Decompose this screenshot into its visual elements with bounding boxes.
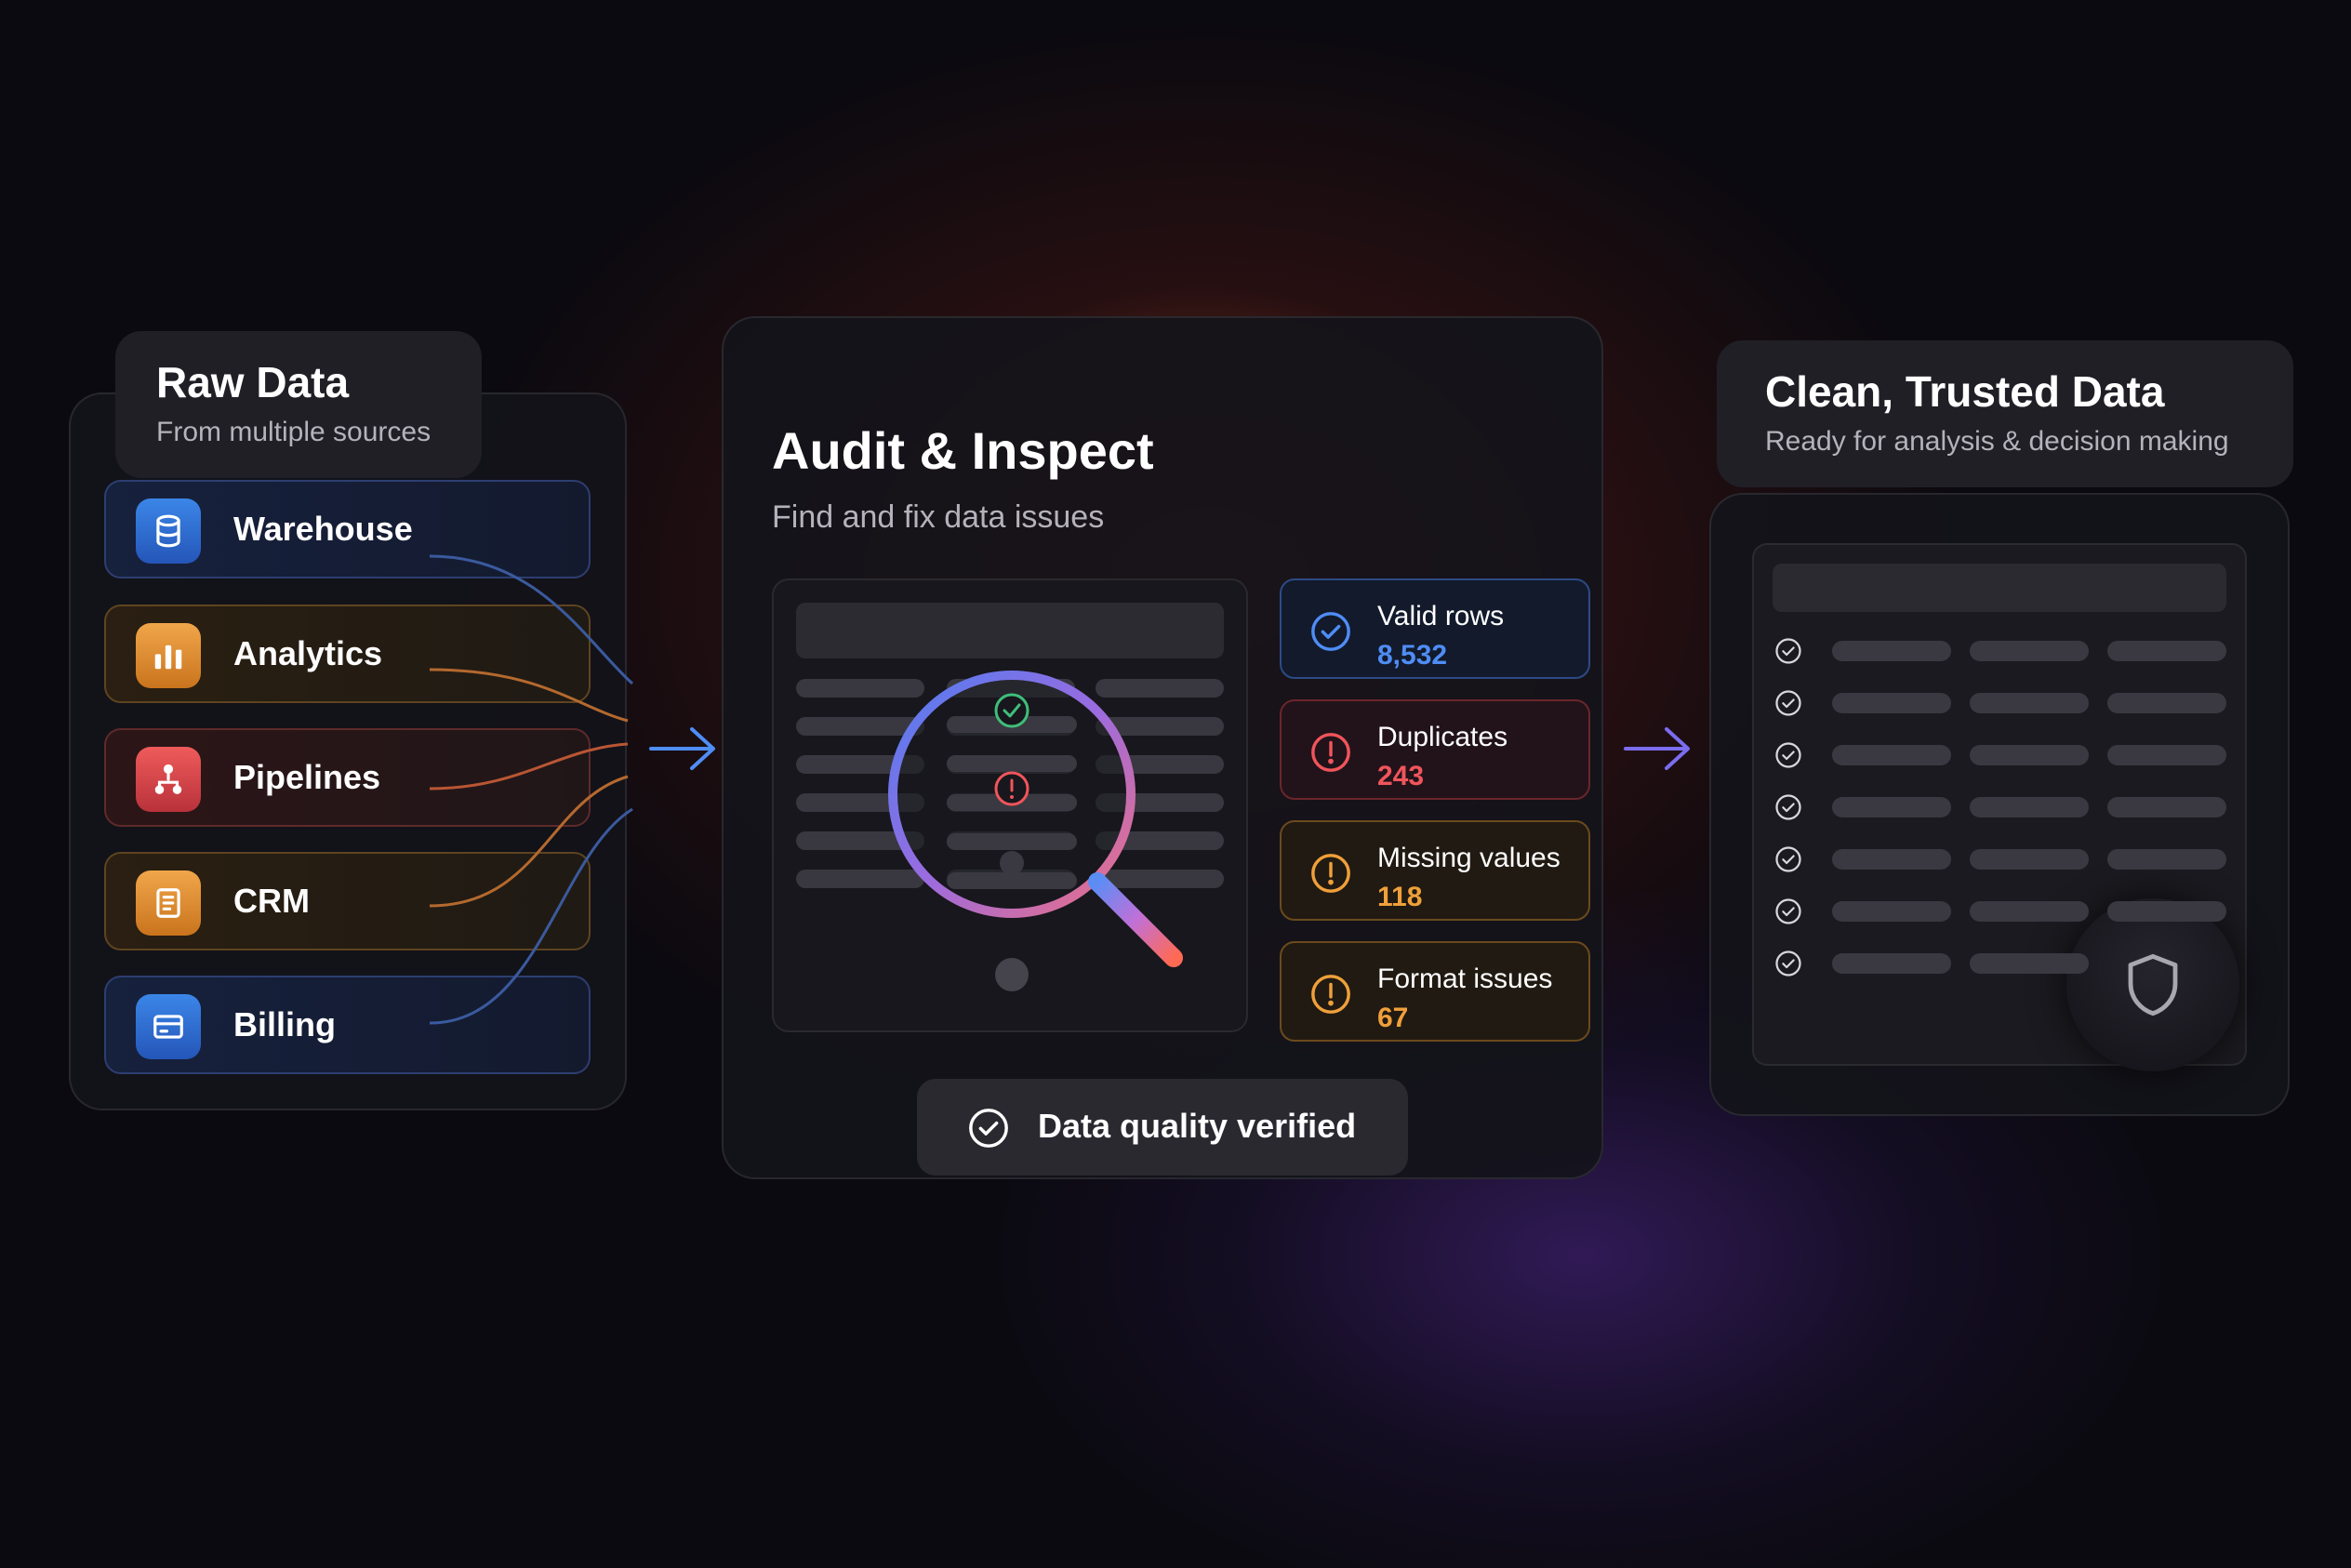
source-warehouse[interactable]: Warehouse — [104, 480, 591, 578]
clean-row-bar — [2107, 745, 2226, 765]
credit-card-icon — [136, 994, 201, 1059]
clean-row-bar — [2107, 641, 2226, 661]
row-check-icon — [1775, 638, 1801, 664]
alert-circle-icon — [1311, 854, 1350, 893]
clean-data-title: Clean, Trusted Data — [1765, 367, 2165, 416]
clean-row-bar — [1970, 849, 2089, 870]
source-pipelines[interactable]: Pipelines — [104, 728, 591, 827]
source-label-warehouse: Warehouse — [233, 510, 413, 548]
metric-value: 243 — [1377, 761, 1425, 791]
metric-missing-values[interactable]: Missing values 118 — [1280, 820, 1590, 921]
metric-valid-rows[interactable]: Valid rows 8,532 — [1280, 578, 1590, 679]
source-label-analytics: Analytics — [233, 634, 383, 672]
clean-row-bar — [1970, 745, 2089, 765]
clean-row-bar — [1832, 953, 1951, 974]
clean-row-bar — [1832, 901, 1951, 922]
flow-icon — [136, 747, 201, 812]
audit-title: Audit & Inspect — [772, 421, 1154, 480]
row-check-icon — [1775, 742, 1801, 768]
alert-circle-icon — [1311, 975, 1350, 1014]
document-icon — [136, 870, 201, 936]
clean-row-bar — [1832, 745, 1951, 765]
row-check-icon — [1775, 846, 1801, 872]
preview-scroll-dot — [995, 958, 1029, 991]
source-label-billing: Billing — [233, 1005, 336, 1043]
shield-icon — [2128, 953, 2178, 1017]
raw-data-title: Raw Data — [156, 358, 350, 406]
metric-duplicates[interactable]: Duplicates 243 — [1280, 699, 1590, 800]
clean-row-bar — [1970, 693, 2089, 713]
clean-row-bar — [1970, 797, 2089, 817]
source-analytics[interactable]: Analytics — [104, 605, 591, 703]
check-circle-icon — [1311, 612, 1350, 651]
source-crm[interactable]: CRM — [104, 852, 591, 950]
row-check-icon — [1775, 690, 1801, 716]
database-icon — [136, 498, 201, 564]
metric-label: Missing values — [1377, 843, 1561, 873]
metric-format-issues[interactable]: Format issues 67 — [1280, 941, 1590, 1042]
clean-data-subtitle: Ready for analysis & decision making — [1765, 426, 2229, 457]
magnifier-icon — [888, 671, 1183, 967]
preview-bar — [796, 831, 924, 850]
preview-bar — [796, 679, 924, 698]
metric-label: Duplicates — [1377, 722, 1508, 752]
arrow-right-icon — [1624, 727, 1690, 770]
clean-row-bar — [1970, 641, 2089, 661]
clean-row-bar — [1970, 901, 2089, 922]
metric-value: 67 — [1377, 1003, 1409, 1033]
preview-header-bar — [796, 603, 1224, 658]
audit-subtitle: Find and fix data issues — [772, 499, 1105, 535]
row-check-icon — [1775, 898, 1801, 924]
check-circle-icon — [969, 1109, 1008, 1148]
metric-value: 118 — [1377, 882, 1423, 912]
clean-row-bar — [2107, 797, 2226, 817]
row-check-icon — [1775, 950, 1801, 977]
preview-bar — [1096, 870, 1224, 888]
preview-bar — [1096, 717, 1224, 736]
alert-circle-icon — [1311, 733, 1350, 772]
clean-row-bar — [2107, 901, 2226, 922]
clean-data-header: Clean, Trusted Data Ready for analysis &… — [1717, 340, 2293, 487]
raw-data-header: Raw Data From multiple sources — [115, 331, 482, 478]
verified-label: Data quality verified — [1038, 1107, 1357, 1145]
clean-row-bar — [2107, 849, 2226, 870]
source-label-pipelines: Pipelines — [233, 758, 381, 796]
clean-row-bar — [1832, 797, 1951, 817]
clean-table-header-bar — [1773, 564, 2226, 612]
metric-value: 8,532 — [1377, 640, 1448, 671]
preview-bar — [796, 717, 924, 736]
preview-bar — [796, 870, 924, 888]
bar-chart-icon — [136, 623, 201, 688]
arrow-right-icon — [649, 727, 715, 770]
row-check-icon — [1775, 794, 1801, 820]
source-billing[interactable]: Billing — [104, 976, 591, 1074]
metric-label: Format issues — [1377, 963, 1553, 994]
data-quality-verified-badge: Data quality verified — [917, 1079, 1408, 1176]
clean-row-bar — [1832, 641, 1951, 661]
clean-row-bar — [2107, 693, 2226, 713]
source-label-crm: CRM — [233, 882, 310, 920]
preview-bar — [1096, 679, 1224, 698]
clean-row-bar — [1832, 849, 1951, 870]
raw-data-subtitle: From multiple sources — [156, 417, 432, 447]
clean-row-bar — [1970, 953, 2089, 974]
clean-row-bar — [1832, 693, 1951, 713]
shield-badge — [2066, 898, 2239, 1071]
metric-label: Valid rows — [1377, 601, 1505, 631]
